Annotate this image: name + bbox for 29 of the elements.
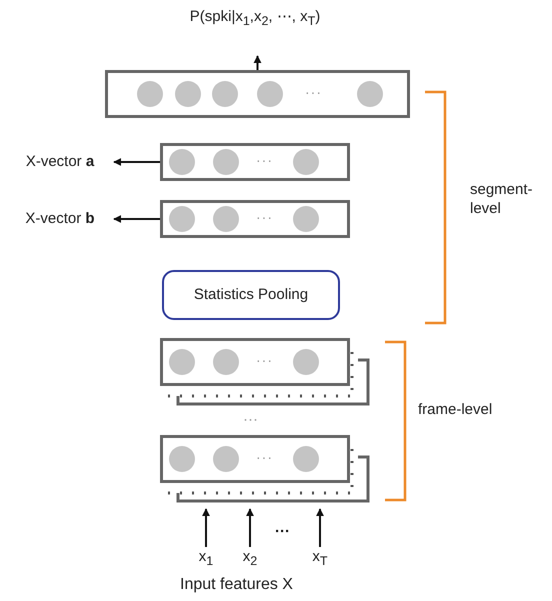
neural-layer [160,200,350,238]
label-text: P(spki|x$_{1}$,x$_{2}$, ⋯, x$_{T}$) [190,8,320,30]
ellipsis: ··· [305,84,322,100]
arrow [254,55,262,70]
arrow [202,508,210,547]
ellipsis: ··· [243,410,258,429]
neural-layer [160,338,350,386]
ellipsis: ··· [256,152,273,168]
arrow [113,158,160,166]
label-text: x$_{2}$ [242,548,258,570]
ellipsis: ··· [275,522,290,541]
label-text: X-vector b [25,210,95,228]
neural-layer [160,143,350,181]
box-title: Statistics Pooling [194,286,308,304]
arrow [316,508,324,547]
bracket-label: segment-level [470,180,534,218]
arrow [113,215,160,223]
pooling-box [162,270,340,320]
ellipsis: ··· [256,209,273,225]
neural-layer [105,70,410,118]
ellipsis: ··· [256,352,273,368]
label-text: x$_{T}$ [312,548,328,570]
label-text: x$_{1}$ [198,548,214,570]
arrow [246,508,254,547]
label-text: X-vector a [26,153,94,171]
ellipsis: ··· [256,449,273,465]
bracket-label: frame-level [418,400,492,419]
neural-layer [160,435,350,483]
caption-text: Input features X [180,575,293,594]
